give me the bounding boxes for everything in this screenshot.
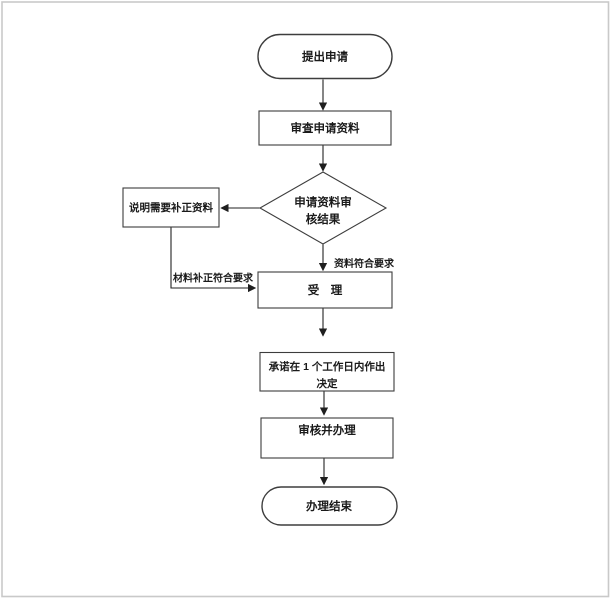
end-label: 办理结束 bbox=[306, 499, 352, 513]
decision-label-line2: 核结果 bbox=[306, 212, 341, 226]
node-promise: 承诺在 1 个工作日内作出 决定 bbox=[259, 351, 395, 392]
edge-label-corrected: 材料补正符合要求 bbox=[173, 272, 254, 285]
decision-label-line1: 申请资料审 bbox=[294, 195, 352, 209]
review-label: 审查申请资料 bbox=[291, 121, 360, 135]
process-label: 审核并办理 bbox=[298, 423, 356, 437]
node-explain: 说明需要补正资料 bbox=[122, 187, 220, 228]
process-rect-shape bbox=[260, 417, 394, 459]
start-label: 提出申请 bbox=[302, 50, 348, 64]
node-process: 审核并办理 bbox=[260, 417, 394, 459]
promise-label-line1: 承诺在 1 个工作日内作出 bbox=[269, 360, 386, 373]
explain-label: 说明需要补正资料 bbox=[129, 201, 213, 214]
end-stadium-shape bbox=[261, 486, 398, 526]
connector-explain-to-accept bbox=[170, 227, 257, 293]
node-decision: 申请资料审 核结果 bbox=[258, 171, 388, 245]
edge-label-qualified: 资料符合要求 bbox=[334, 257, 395, 270]
accept-label: 受 理 bbox=[308, 283, 343, 297]
node-end: 办理结束 bbox=[261, 486, 398, 526]
node-review: 审查申请资料 bbox=[258, 110, 392, 146]
promise-label-line2: 决定 bbox=[317, 377, 338, 390]
node-start: 提出申请 bbox=[257, 33, 393, 80]
accept-rect-shape bbox=[257, 271, 393, 309]
start-stadium-shape bbox=[257, 33, 393, 80]
node-accept: 受 理 bbox=[257, 271, 393, 309]
review-rect-shape bbox=[258, 110, 392, 146]
decision-diamond-shape bbox=[258, 171, 388, 245]
explain-rect-shape bbox=[122, 187, 220, 228]
promise-rect-shape bbox=[259, 351, 395, 392]
